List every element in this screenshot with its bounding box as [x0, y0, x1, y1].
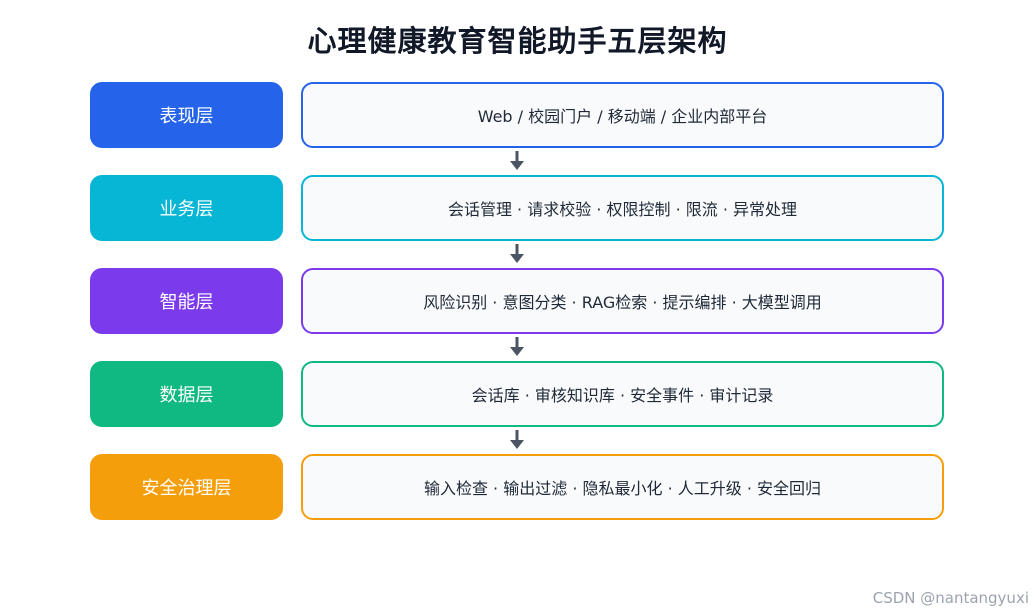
layer-data: 数据层 会话库 · 审核知识库 · 安全事件 · 审计记录 [90, 361, 945, 449]
layer-label-intelligence: 智能层 [90, 268, 283, 334]
layer-content-security-governance: 输入检查 · 输出过滤 · 隐私最小化 · 人工升级 · 安全回归 [301, 454, 944, 520]
layer-business: 业务层 会话管理 · 请求校验 · 权限控制 · 限流 · 异常处理 [90, 175, 945, 263]
down-arrow-icon [510, 151, 524, 170]
layer-label-data: 数据层 [90, 361, 283, 427]
layer-label-presentation: 表现层 [90, 82, 283, 148]
layer-content-data: 会话库 · 审核知识库 · 安全事件 · 审计记录 [301, 361, 944, 427]
layer-presentation: 表现层 Web / 校园门户 / 移动端 / 企业内部平台 [90, 82, 945, 170]
down-arrow-icon [510, 244, 524, 263]
layer-content-intelligence: 风险识别 · 意图分类 · RAG检索 · 提示编排 · 大模型调用 [301, 268, 944, 334]
layer-label-business: 业务层 [90, 175, 283, 241]
diagram-title: 心理健康教育智能助手五层架构 [307, 24, 728, 58]
layer-stack: 表现层 Web / 校园门户 / 移动端 / 企业内部平台 业务层 会话管理 ·… [90, 82, 945, 520]
layer-intelligence: 智能层 风险识别 · 意图分类 · RAG检索 · 提示编排 · 大模型调用 [90, 268, 945, 356]
watermark: CSDN @nantangyuxi [872, 589, 1029, 607]
down-arrow-icon [510, 337, 524, 356]
layer-content-business: 会话管理 · 请求校验 · 权限控制 · 限流 · 异常处理 [301, 175, 944, 241]
down-arrow-icon [510, 430, 524, 449]
layer-label-security-governance: 安全治理层 [90, 454, 283, 520]
layer-content-presentation: Web / 校园门户 / 移动端 / 企业内部平台 [301, 82, 944, 148]
layer-security-governance: 安全治理层 输入检查 · 输出过滤 · 隐私最小化 · 人工升级 · 安全回归 [90, 454, 945, 520]
